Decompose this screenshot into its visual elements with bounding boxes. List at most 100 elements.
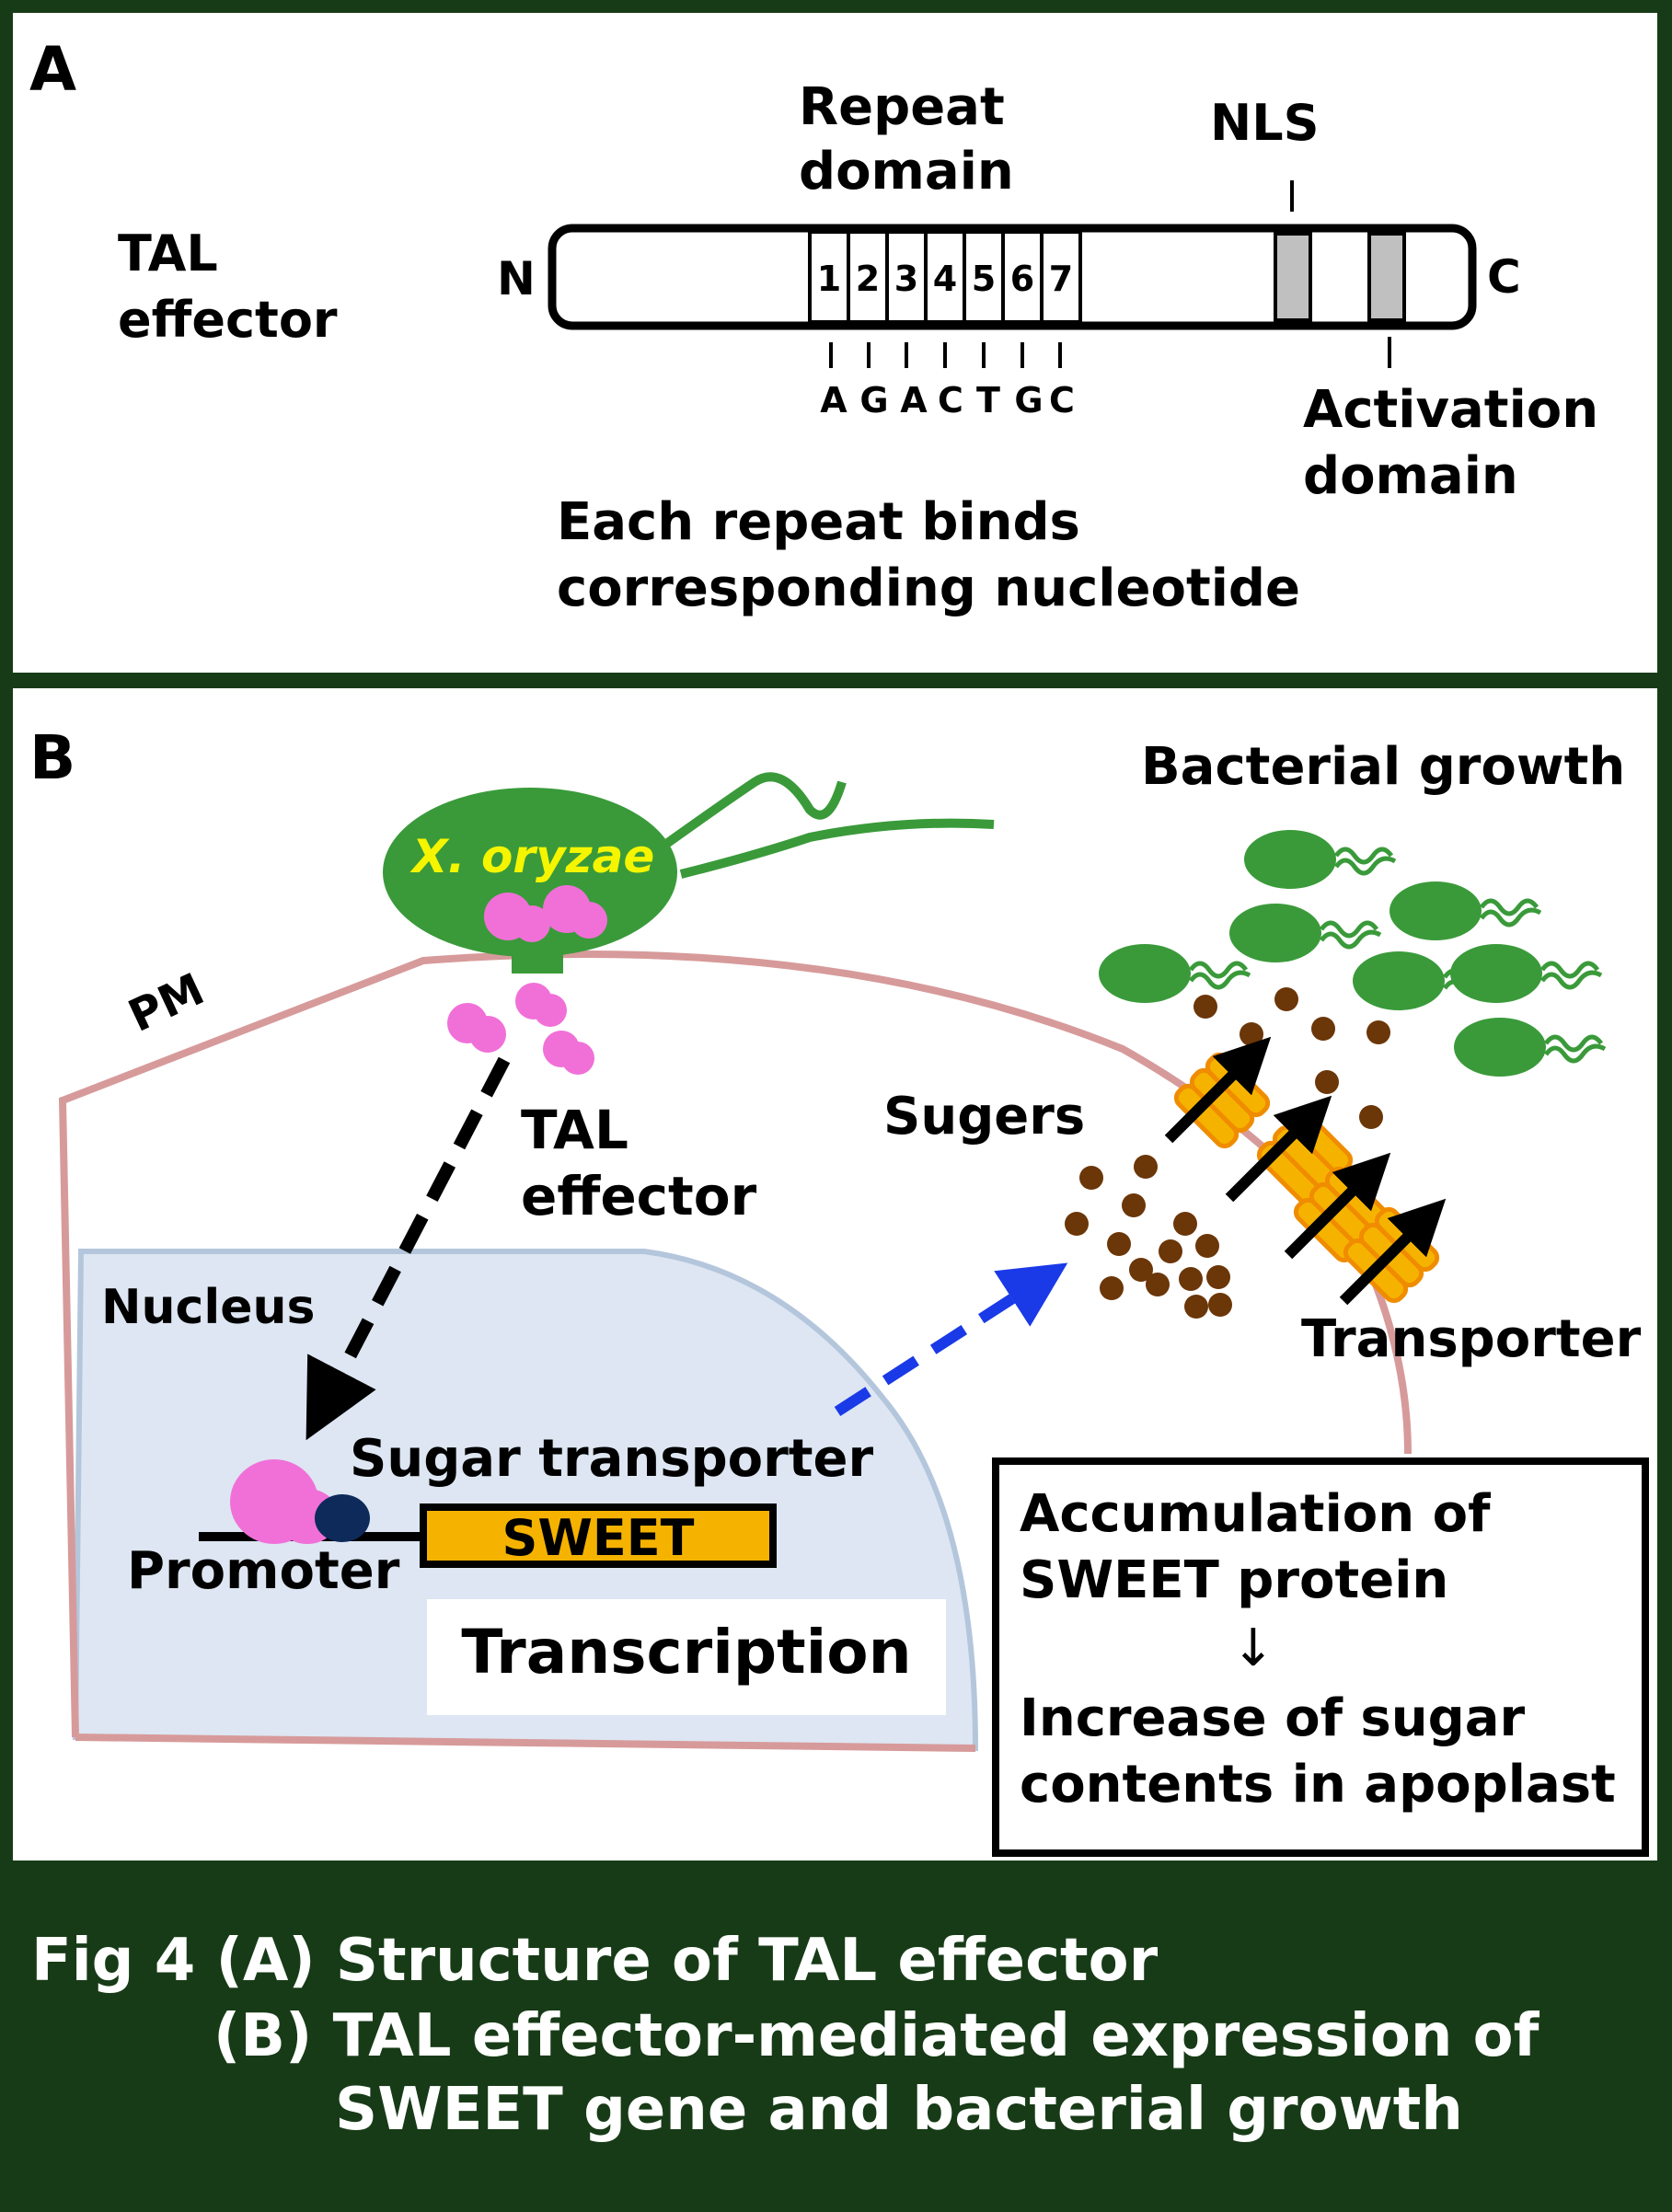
bacterium-flagella bbox=[1319, 920, 1382, 950]
nucleotide: C bbox=[1049, 380, 1075, 421]
sugar-dot bbox=[1208, 1293, 1232, 1317]
sweet-gene-locus: SWEET bbox=[199, 1459, 777, 1568]
repeat-number: 6 bbox=[1010, 259, 1034, 299]
transport-arrow bbox=[1284, 1152, 1391, 1260]
bacterial-growth-label: Bacterial growth bbox=[1141, 737, 1625, 797]
sugar-dot bbox=[1366, 1020, 1390, 1044]
secretion-system bbox=[512, 939, 563, 974]
rna-polymerase bbox=[315, 1494, 370, 1542]
panel-a: A TAL effector N C 1 2 3 4 5 6 7 bbox=[13, 13, 1657, 673]
tal-effector-protein-label: TAL effector bbox=[118, 225, 338, 349]
sugar-dot bbox=[1206, 1265, 1230, 1289]
repeat-cell bbox=[808, 230, 850, 324]
transporter-label: Transporter bbox=[1301, 1309, 1642, 1369]
panel-b: B PM X. oryzae TAL bbox=[13, 688, 1657, 1861]
transcription-label: Transcription bbox=[461, 1617, 911, 1688]
nucleus-label: Nucleus bbox=[101, 1280, 315, 1335]
tal-to-promoter-arrow bbox=[306, 1056, 511, 1441]
repeat-number: 7 bbox=[1049, 259, 1073, 299]
sugar-dot bbox=[1134, 1155, 1158, 1179]
repeat-number: 3 bbox=[894, 259, 918, 299]
sugar-transporter-label: Sugar transporter bbox=[350, 1429, 873, 1489]
tal-protein-blob bbox=[534, 994, 567, 1027]
tal-protein-blob bbox=[571, 902, 607, 939]
panel-b-letter: B bbox=[29, 722, 75, 793]
secreted-tal-effectors bbox=[447, 983, 594, 1075]
nucleotides: A G A C T G C bbox=[820, 380, 1075, 421]
sugars-label: Sugers bbox=[883, 1087, 1085, 1146]
sugar-dot bbox=[1122, 1193, 1146, 1217]
bacterium-flagella bbox=[1333, 847, 1397, 876]
sweet-gene-box bbox=[420, 1503, 777, 1568]
bacterium-cell bbox=[1389, 881, 1482, 940]
nucleotide: A bbox=[900, 380, 928, 421]
bacterium-flagella bbox=[1479, 898, 1542, 927]
bacterium-cell bbox=[1244, 830, 1336, 889]
tal-protein-blob bbox=[561, 1042, 594, 1075]
transport-arrow bbox=[1225, 1095, 1332, 1203]
result-line: Accumulation of bbox=[1020, 1484, 1491, 1544]
plasma-membrane bbox=[58, 950, 1412, 1738]
bacterial-colony bbox=[1099, 830, 1607, 1077]
n-terminus-label: N bbox=[497, 252, 536, 305]
sugar-molecules bbox=[1065, 987, 1390, 1319]
result-line: SWEET protein bbox=[1020, 1550, 1448, 1610]
repeat-domain-cells bbox=[808, 230, 1082, 324]
bacterium-cell bbox=[1229, 904, 1321, 962]
nls-segment bbox=[1274, 232, 1312, 322]
nls-label: NLS bbox=[1210, 94, 1320, 152]
repeat-numbers: 1 2 3 4 5 6 7 bbox=[817, 259, 1073, 299]
sugar-dot bbox=[1193, 995, 1217, 1019]
nucleotide: A bbox=[820, 380, 848, 421]
sugar-dot bbox=[1159, 1239, 1182, 1263]
repeat-cell bbox=[847, 230, 889, 324]
sugar-dot bbox=[1146, 1273, 1170, 1296]
sugar-dot bbox=[1065, 1212, 1089, 1236]
caption-line-1: Fig 4 (A) Structure of TAL effector bbox=[31, 1927, 1159, 1995]
tal-protein-blob bbox=[513, 905, 550, 942]
repeat-domain-label: Repeat domain bbox=[799, 77, 1022, 202]
sugar-dot bbox=[1184, 1295, 1208, 1319]
sugar-dot bbox=[1173, 1212, 1197, 1236]
sugar-dot bbox=[1195, 1234, 1219, 1258]
result-box-text: Accumulation of SWEET protein ↓ Increase… bbox=[1020, 1484, 1616, 1815]
nucleotide-ticks bbox=[829, 342, 1062, 368]
bacterium-cell bbox=[1099, 944, 1191, 1003]
transport-arrow bbox=[1339, 1198, 1447, 1306]
panel-a-letter: A bbox=[29, 34, 76, 105]
sugar-dot bbox=[1359, 1105, 1383, 1129]
tal-effector-label: TAL effector bbox=[521, 1099, 757, 1227]
expression-arrow bbox=[834, 1262, 1068, 1417]
result-down-arrow: ↓ bbox=[1232, 1619, 1275, 1678]
bacterium-flagella bbox=[1539, 961, 1603, 990]
caption-line-2: (B) TAL effector-mediated expression of bbox=[213, 2002, 1540, 2070]
nucleotide: T bbox=[976, 380, 1000, 421]
bacterium-flagella bbox=[1188, 961, 1251, 990]
repeat-cell bbox=[1040, 230, 1082, 324]
repeat-number: 4 bbox=[933, 259, 957, 299]
sugar-dot bbox=[1079, 1166, 1103, 1190]
sugar-dot bbox=[1311, 1017, 1335, 1041]
result-line: contents in apoplast bbox=[1020, 1755, 1616, 1815]
repeat-number: 5 bbox=[972, 259, 996, 299]
transport-arrows bbox=[1164, 1036, 1447, 1306]
result-line: Increase of sugar bbox=[1020, 1688, 1526, 1748]
sugar-dot bbox=[1179, 1267, 1203, 1291]
sugar-dot bbox=[1129, 1258, 1153, 1282]
nucleotide: C bbox=[938, 380, 963, 421]
nucleotide: G bbox=[1014, 380, 1043, 421]
nucleotide: G bbox=[859, 380, 888, 421]
repeat-cell bbox=[963, 230, 1005, 324]
transcription-box bbox=[427, 1599, 946, 1715]
plasma-membrane-bottom bbox=[75, 1734, 976, 1752]
xanthomonas-bacterium: X. oryzae bbox=[383, 772, 995, 974]
panel-a-background bbox=[13, 13, 1657, 673]
sugar-dot bbox=[1100, 1276, 1124, 1300]
transport-arrow bbox=[1164, 1036, 1272, 1144]
c-terminus-label: C bbox=[1487, 250, 1521, 304]
sugar-dot bbox=[1315, 1070, 1339, 1094]
sweet-gene-label: SWEET bbox=[502, 1509, 694, 1567]
repeat-number: 2 bbox=[856, 259, 880, 299]
